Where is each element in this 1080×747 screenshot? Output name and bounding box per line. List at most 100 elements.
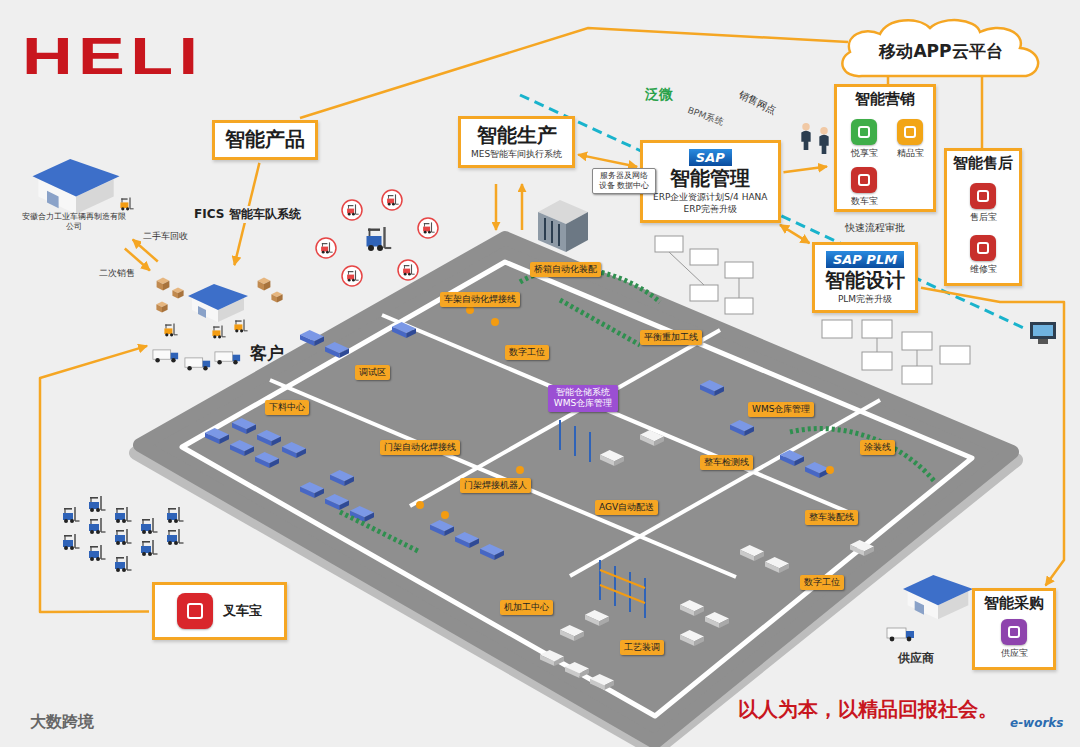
vendor-logo: 泛微 <box>645 86 673 104</box>
app-icon <box>851 119 877 145</box>
station-tag: WMS仓库管理 <box>748 402 814 417</box>
brand-logo: HELI <box>22 30 204 82</box>
computer-icon <box>1030 322 1056 339</box>
node-text: 门架自动化焊接线 <box>384 442 456 453</box>
factory-floor <box>136 238 1016 747</box>
node-text: 叉车宝 <box>223 602 262 620</box>
station-tag: 数字工位 <box>800 575 844 590</box>
server-room <box>538 200 588 252</box>
app-node: 数车宝 <box>843 167 885 208</box>
flow-arrow <box>40 346 149 612</box>
robots <box>441 511 449 519</box>
app-icon <box>897 119 923 145</box>
node-text: 悦享宝 <box>843 147 885 160</box>
production-arrows <box>496 184 522 230</box>
node-text: 智能售后 <box>951 154 1015 174</box>
station-tag: 桥箱自动化装配 <box>530 262 601 277</box>
node-text: 精品宝 <box>889 147 931 160</box>
app-icon-glyph <box>1008 626 1020 638</box>
system-modules <box>902 332 932 350</box>
flow-arrow <box>578 155 637 167</box>
server-room <box>551 221 553 243</box>
node-text: WMS仓库管理 <box>752 404 810 415</box>
machines <box>392 322 416 338</box>
machines <box>330 470 354 486</box>
machines <box>560 625 584 641</box>
app-box: 叉车宝 <box>152 582 287 640</box>
app-icon <box>851 167 877 193</box>
robots <box>491 318 499 326</box>
forklift-fleet <box>63 496 184 572</box>
app-node: 悦享宝 <box>843 119 885 160</box>
forklift-fleet <box>89 518 106 534</box>
server-room <box>538 212 566 252</box>
forklift-fleet <box>115 507 132 523</box>
app-icon-glyph <box>187 603 203 619</box>
production-box: 智能生产MES智能车间执行系统 <box>458 116 575 168</box>
customer-illustration <box>156 301 167 312</box>
station-tag: 涂装线 <box>860 440 895 455</box>
node-text: 智能生产 <box>471 123 562 148</box>
forklift-fleet <box>167 507 184 523</box>
system-modules <box>917 350 918 366</box>
forklift-fleet <box>141 540 158 556</box>
app-icon-glyph <box>904 126 916 138</box>
system-modules <box>902 366 932 384</box>
machines <box>585 610 609 626</box>
node-text: 移动APP云平台 <box>830 40 1052 63</box>
customer-illustration <box>185 358 210 371</box>
customer-illustration <box>212 326 225 339</box>
factory-floor <box>140 238 1012 742</box>
fleet-icons <box>398 260 418 280</box>
machines <box>325 342 349 358</box>
computer-icon <box>1038 339 1048 344</box>
fleet-icons <box>342 200 362 220</box>
node-text: 智能管理 <box>653 166 768 191</box>
slogan-text: 以人为本，以精品回报社会。 <box>738 696 998 723</box>
product-box: 智能产品 <box>212 120 318 160</box>
fleet-icons <box>367 227 392 251</box>
station-tag: 下料中心 <box>265 400 309 415</box>
system-modules <box>669 252 704 285</box>
management-box: SAP智能管理ERP企业资源计划S/4 HANAERP完善升级 <box>640 140 781 223</box>
factory-floor <box>270 380 736 577</box>
flow-arrow <box>784 167 828 173</box>
customer-illustration <box>215 352 240 365</box>
fleet-icons <box>347 204 359 215</box>
node-text: ERP完善升级 <box>653 203 768 215</box>
racks <box>560 420 645 618</box>
app-node: 精品宝 <box>889 119 931 160</box>
machines <box>640 430 664 446</box>
machines <box>350 506 374 522</box>
sales-people <box>801 123 810 150</box>
forklift-fleet <box>63 534 80 550</box>
customer-illustration <box>258 278 271 291</box>
station-tag: 门架自动化焊接线 <box>380 440 460 455</box>
system-modules <box>739 278 740 298</box>
server-room <box>566 212 588 252</box>
node-text: 门架焊接机器人 <box>464 480 527 491</box>
machines <box>805 462 829 478</box>
factory-floor <box>182 262 972 716</box>
machines <box>780 450 804 466</box>
machines <box>430 520 454 536</box>
node-text: 调试区 <box>359 367 386 378</box>
production-arrows <box>495 184 498 230</box>
service-box: 智能售后售后宝维修宝 <box>944 148 1022 286</box>
marketing-box: 智能营销悦享宝精品宝数车宝 <box>834 84 936 212</box>
flow-arrow <box>921 288 1064 586</box>
app-node: 维修宝 <box>962 235 1004 276</box>
station-tag: 工艺装调 <box>620 640 664 655</box>
design-box: SAP PLM智能设计PLM完善升级 <box>812 242 918 313</box>
system-modules <box>690 285 718 301</box>
node-text: AGV自动配送 <box>599 502 654 513</box>
system-label: BPM系统 <box>686 104 726 129</box>
machines <box>205 428 229 444</box>
racks <box>589 432 591 462</box>
machines <box>300 482 324 498</box>
supplier-illustration <box>887 628 914 641</box>
cloud-platform: 移动APP云平台智能营销悦享宝精品宝数车宝智能售后售后宝维修宝 <box>830 16 1052 288</box>
